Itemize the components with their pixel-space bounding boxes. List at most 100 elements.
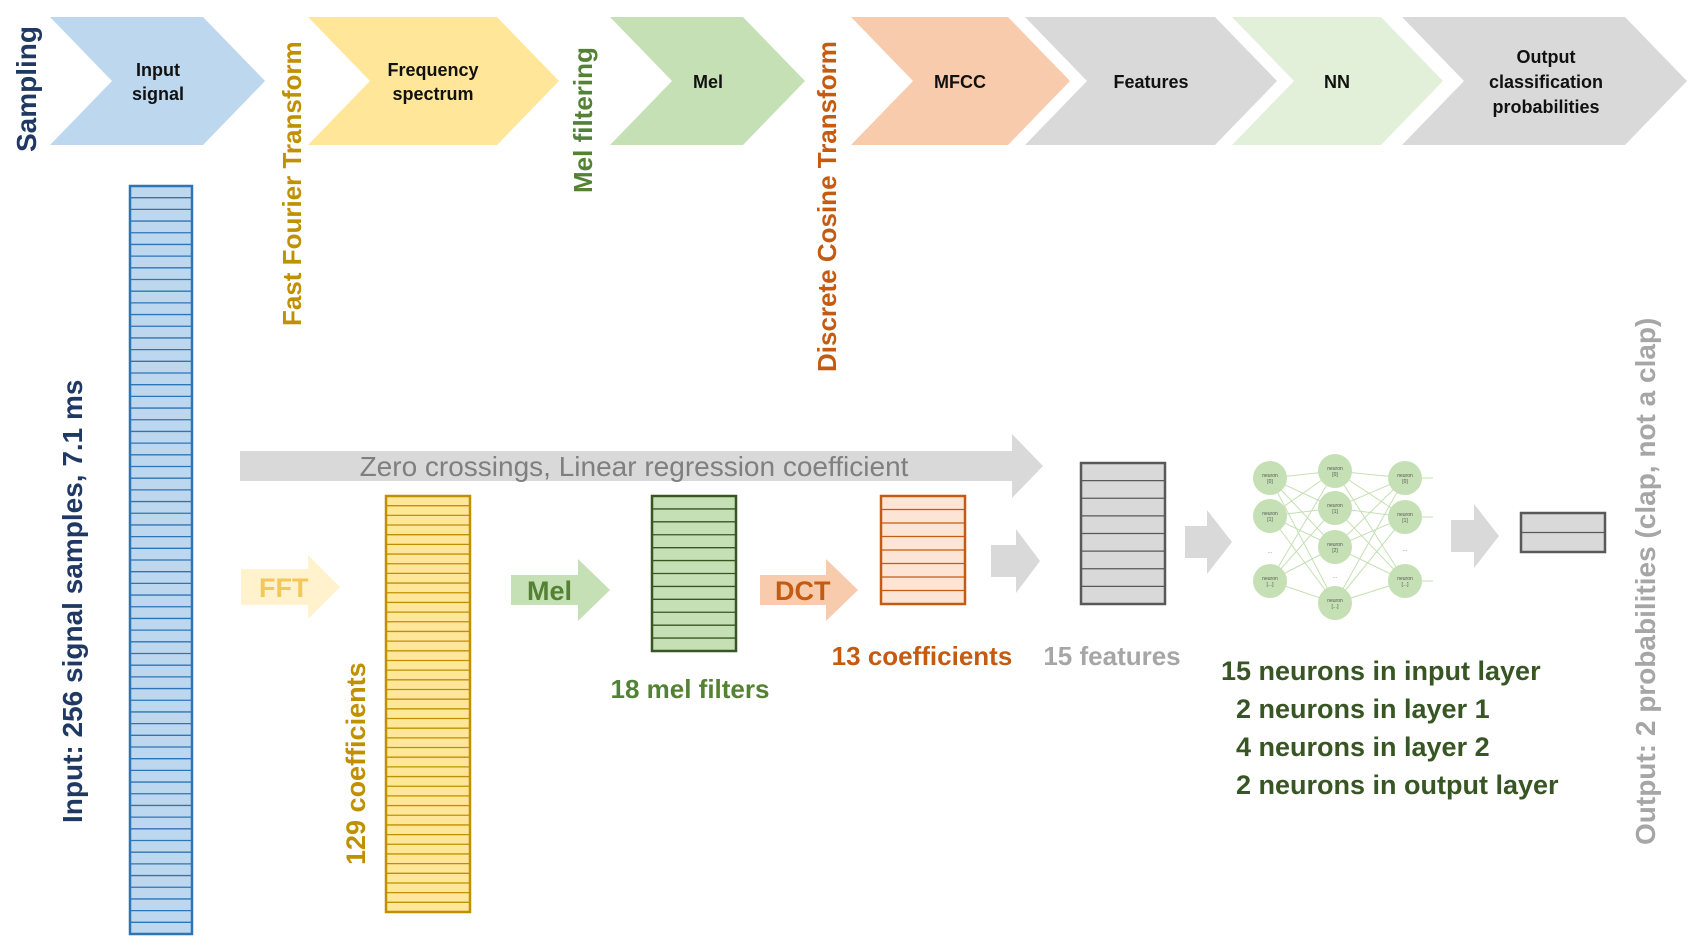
stage-frequency-spectrum-shape <box>308 17 559 145</box>
stage-frequency-spectrum-label-2: spectrum <box>392 84 473 104</box>
features-connector-arrow <box>991 529 1040 593</box>
transform-dct-label: Discrete Cosine Transform <box>812 41 842 372</box>
nn-neuron-label: [1] <box>1332 509 1338 515</box>
stage-mel-shape <box>610 17 805 145</box>
output-probabilities-bar <box>1519 511 1607 554</box>
nn-neuron-label: [...] <box>1402 582 1410 588</box>
nn-line-2: 2 neurons in layer 1 <box>1236 694 1490 724</box>
nn-neuron-label: [...] <box>1332 604 1340 610</box>
nn-neuron <box>1253 499 1287 533</box>
nn-edge <box>1334 470 1406 582</box>
stage-output-classification-label-3: probabilities <box>1492 97 1599 117</box>
dct-coefficients-label: 13 coefficients <box>832 641 1013 671</box>
fft-arrow-shape <box>241 555 340 619</box>
stage-output-classification-shape <box>1402 17 1687 145</box>
stage-input-signal-label: Input <box>136 60 180 80</box>
transform-mel-label: Mel filtering <box>568 47 598 193</box>
nn-neuron-label: [1] <box>1267 517 1273 523</box>
nn-neuron-label: neuron <box>1327 503 1343 509</box>
features-bar <box>1079 461 1167 606</box>
fft-arrow: FFT <box>241 555 340 619</box>
fft-arrow-label: FFT <box>259 573 309 603</box>
output-description: Output: 2 probabilities (clap, not a cla… <box>1630 318 1661 845</box>
stage-frequency-spectrum-label: Frequency <box>387 60 478 80</box>
dct-coefficients-bar <box>879 494 967 606</box>
stage-features-shape <box>1025 17 1277 145</box>
nn-neuron-label: neuron <box>1327 598 1343 604</box>
nn-line-4: 2 neurons in output layer <box>1236 770 1559 800</box>
mel-filters-bar <box>650 494 738 653</box>
mel-filters-label: 18 mel filters <box>611 674 770 704</box>
nn-ellipsis: ... <box>1403 547 1407 553</box>
dct-arrow-label: DCT <box>775 576 831 606</box>
mel-arrow-label: Mel <box>527 576 572 606</box>
fft-coefficient-frame <box>384 494 472 914</box>
stage-mfcc: MFCC <box>851 17 1070 145</box>
features-label: 15 features <box>1043 641 1180 671</box>
nn-line-1: 15 neurons in input layer <box>1221 656 1541 686</box>
nn-neuron <box>1253 564 1287 598</box>
neural-network-graph: neuron[0]neuron[1]...neuron[...]neuron[0… <box>1253 454 1433 620</box>
stage-mel-label: Mel <box>693 72 723 92</box>
nn-neuron-label: neuron <box>1397 512 1413 518</box>
nn-edge <box>1269 477 1336 604</box>
nn-neuron <box>1318 586 1352 620</box>
mel-arrow: Mel <box>511 559 610 621</box>
stage-mfcc-shape <box>851 17 1070 145</box>
nn-edge <box>1269 515 1336 604</box>
stage-input-signal-shape <box>50 17 265 145</box>
stage-output-classification-label: Output <box>1517 47 1576 67</box>
fft-coefficients-bar <box>384 494 472 914</box>
nn-connector-arrow <box>1185 510 1232 574</box>
pipeline-chevrons: Input signal Frequency spectrum Mel MFCC… <box>50 17 1687 145</box>
input-signal-bar <box>128 184 194 936</box>
nn-neuron-label: neuron <box>1262 576 1278 582</box>
nn-neuron-label: [0] <box>1332 472 1338 478</box>
nn-neuron-label: neuron <box>1397 576 1413 582</box>
nn-ellipsis: ... <box>1268 549 1272 555</box>
stage-features-label: Features <box>1113 72 1188 92</box>
zero-crossings-label: Zero crossings, Linear regression coeffi… <box>360 451 909 482</box>
nn-neuron <box>1388 461 1422 495</box>
stage-frequency-spectrum: Frequency spectrum <box>308 17 559 145</box>
nn-description: 15 neurons in input layer 2 neurons in l… <box>1221 656 1559 800</box>
fft-coefficients-label: 129 coefficients <box>341 662 371 865</box>
nn-neuron-label: neuron <box>1262 473 1278 479</box>
dct-arrow-shape <box>760 559 858 621</box>
stage-features: Features <box>1025 17 1277 145</box>
stage-mfcc-label: MFCC <box>934 72 986 92</box>
nn-neuron-label: [0] <box>1267 479 1273 485</box>
transform-sampling-label: Sampling <box>11 26 42 152</box>
transform-fft-label: Fast Fourier Transform <box>277 41 307 326</box>
output-connector-arrow <box>1451 504 1499 568</box>
zero-crossings-arrow-shape <box>240 434 1043 498</box>
nn-edge <box>1334 516 1406 604</box>
nn-neuron <box>1318 530 1352 564</box>
stage-nn: NN <box>1232 17 1443 145</box>
stage-output-classification: Output classification probabilities <box>1402 17 1687 145</box>
nn-neuron-label: neuron <box>1397 473 1413 479</box>
nn-neuron <box>1388 500 1422 534</box>
nn-neuron-label: neuron <box>1262 511 1278 517</box>
nn-neuron-label: neuron <box>1327 466 1343 472</box>
stage-nn-label: NN <box>1324 72 1350 92</box>
stage-input-signal-label-2: signal <box>132 84 184 104</box>
stage-mel: Mel <box>610 17 805 145</box>
nn-edge <box>1334 477 1406 604</box>
nn-neuron <box>1318 454 1352 488</box>
stage-nn-shape <box>1232 17 1443 145</box>
nn-neuron <box>1318 491 1352 525</box>
stage-output-classification-label-2: classification <box>1489 72 1603 92</box>
zero-crossings-arrow: Zero crossings, Linear regression coeffi… <box>240 434 1043 498</box>
mel-arrow-shape <box>511 559 610 621</box>
nn-ellipsis: ... <box>1333 574 1337 580</box>
nn-neuron-label: [...] <box>1267 582 1275 588</box>
nn-neuron-label: neuron <box>1327 542 1343 548</box>
nn-line-3: 4 neurons in layer 2 <box>1236 732 1490 762</box>
nn-neuron-label: [0] <box>1402 479 1408 485</box>
nn-neuron <box>1388 564 1422 598</box>
input-description: Input: 256 signal samples, 7.1 ms <box>57 379 88 823</box>
nn-edge <box>1269 470 1336 582</box>
stage-input-signal: Input signal <box>50 17 265 145</box>
nn-neuron-label: [2] <box>1332 548 1338 554</box>
